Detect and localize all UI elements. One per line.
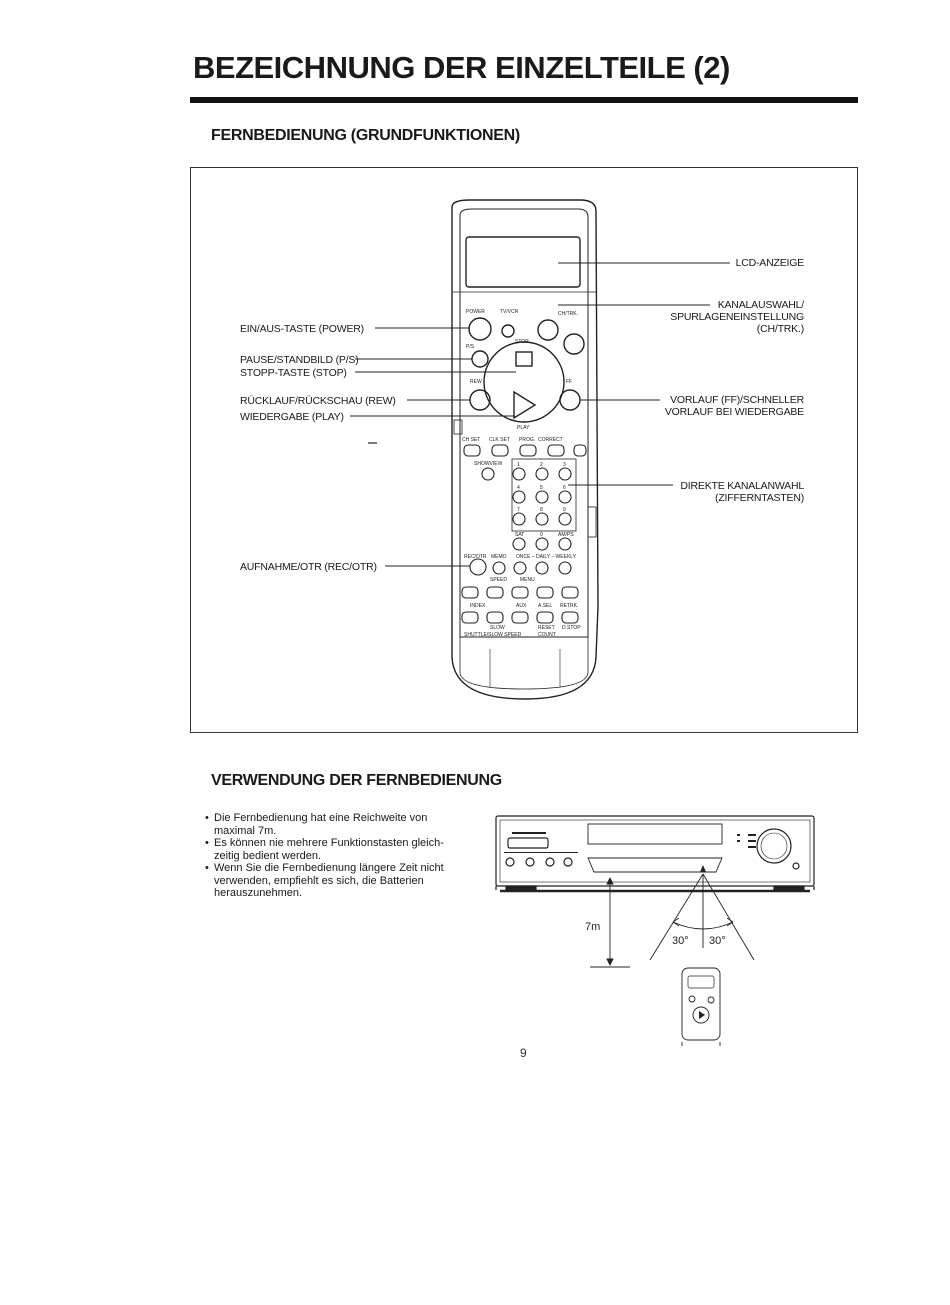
once-daily-weekly-text: ONCE – DAILY – WEEKLY [516,554,577,560]
lcd-display [465,236,581,288]
power-button [468,317,492,341]
angle-left-label: 30° [672,935,689,947]
label-ff-line1: VORLAUF (FF)/SCHNELLER [670,394,804,406]
ch-trk-text: CH/TRK. [558,311,578,317]
memo-text: MEMO [491,554,507,560]
label-ch-line1: KANALAUSWAHL/ [717,299,804,311]
ps-text: P/S [466,344,475,350]
label-digits-line2: (ZIFFERNTASTEN) [715,492,804,504]
aux-text: AUX [516,603,527,609]
label-play: WIEDERGABE (PLAY) [240,411,344,423]
label-digits-line1: DIREKTE KANALANWAHL [680,480,804,492]
label-power: EIN/AUS-TASTE (POWER) [240,323,364,335]
range-arc [672,921,734,930]
remote-body-outline [451,199,599,700]
row-label-4: CORRECT [538,437,563,443]
reset-text: RESET [538,625,555,631]
angle-right-label: 30° [709,935,726,947]
vcr-display [507,837,549,849]
usage-bullet-list: Die Fernbedienung hat eine Reichweite vo… [205,812,460,900]
rec-otr-text: REC/OTR [464,554,487,560]
ff-button [559,389,581,411]
label-ch-line3: (CH/TRK.) [756,323,804,335]
digit-6: 6 [563,485,566,491]
vcr-cassette-slot [587,823,723,845]
stop-text: STOP [515,339,529,345]
am-pm-text: AM/PS [558,532,574,538]
tv-vcr-text: TV/VCR [500,309,519,315]
digit-2: 2 [540,462,543,468]
ps-button [471,350,489,368]
label-ff-line2: VORLAUF BEI WIEDERGABE [664,406,804,418]
remote-diagram-frame [190,167,858,733]
menu-text: MENU [520,577,535,583]
digit-8: 8 [540,507,543,513]
section-heading-remote: FERNBEDIENUNG (GRUNDFUNKTIONEN) [211,127,520,144]
digit-9: 9 [563,507,566,513]
zero-text: 0 [540,532,543,538]
rec-otr-button [469,558,487,576]
vcr-front-lip [587,857,723,873]
usage-bullet: Wenn Sie die Fernbedienung längere Zeit … [205,862,460,900]
vcr-jog-dial [756,828,792,864]
label-lcd: LCD-ANZEIGE [735,257,805,269]
remote-bottom-panel [459,636,589,690]
label-ch: KANALAUSWAHL/ SPURLAGENEINSTELLUNG (CH/T… [670,299,804,335]
label-rew: RÜCKLAUF/RÜCKSCHAU (REW) [240,395,396,407]
stop-button [515,351,533,367]
remote-inner-panel [459,208,589,638]
range-ray-right [702,873,755,961]
title-rule [190,97,858,103]
ch-down-button [563,333,585,355]
rew-text: REW [470,379,482,385]
usage-bullet: Es können nie mehrere Funktionstasten gl… [205,837,460,862]
digit-4: 4 [517,485,520,491]
label-ch-line2: SPURLAGENEINSTELLUNG [670,311,804,323]
digit-5: 5 [540,485,543,491]
range-ray-left [649,873,704,961]
play-text: PLAY [517,425,530,431]
label-digits: DIREKTE KANALANWAHL (ZIFFERNTASTEN) [680,480,804,504]
transport-ring [483,341,565,423]
shuttle-text: SHUTTLE/SLOW SPEED [464,632,522,638]
label-rec: AUFNAHME/OTR (REC/OTR) [240,561,377,573]
label-stop: STOPP-TASTE (STOP) [240,367,347,379]
digit-1: 1 [517,462,520,468]
d-stop-text: D.STOP [562,625,581,631]
retrk-text: RETRK. [560,603,578,609]
section-heading-usage: VERWENDUNG DER FERNBEDIENUNG [211,772,502,789]
row-label-1: CH SET [462,437,480,443]
mini-remote [681,967,721,1041]
sat-text: SAT [515,532,524,538]
page-title: BEZEICHNUNG DER EINZELTEILE (2) [193,50,730,85]
remote-control-illustration: POWER TV/VCR CH/TRK. P/S STOP REW FF PLA… [350,199,730,700]
label-pause: PAUSE/STANDBILD (P/S) [240,354,359,366]
slow-text: SLOW [490,625,505,631]
index-text: INDEX [470,603,486,609]
ch-up-button [537,319,559,341]
distance-label: 7m [585,921,600,933]
showview-text: SHOWVIEW [474,461,503,467]
row-label-2: CLK SET [489,437,510,443]
power-text: POWER [466,309,485,315]
rew-button [469,389,491,411]
usage-bullet: Die Fernbedienung hat eine Reichweite vo… [205,812,460,837]
digit-3: 3 [563,462,566,468]
vcr-range-illustration: 7m 30° 30° [495,815,815,1046]
count-text: COUNT [538,632,556,638]
digit-7: 7 [517,507,520,513]
speed-text: SPEED [490,577,507,583]
tv-vcr-button [501,324,515,338]
row-label-3: PROG. [519,437,535,443]
vcr-body [495,815,815,887]
label-ff: VORLAUF (FF)/SCHNELLER VORLAUF BEI WIEDE… [665,394,804,418]
page-number: 9 [520,1046,527,1060]
a-sel-text: A.SEL [538,603,552,609]
play-button [513,390,537,420]
ff-text: FF [566,379,572,385]
